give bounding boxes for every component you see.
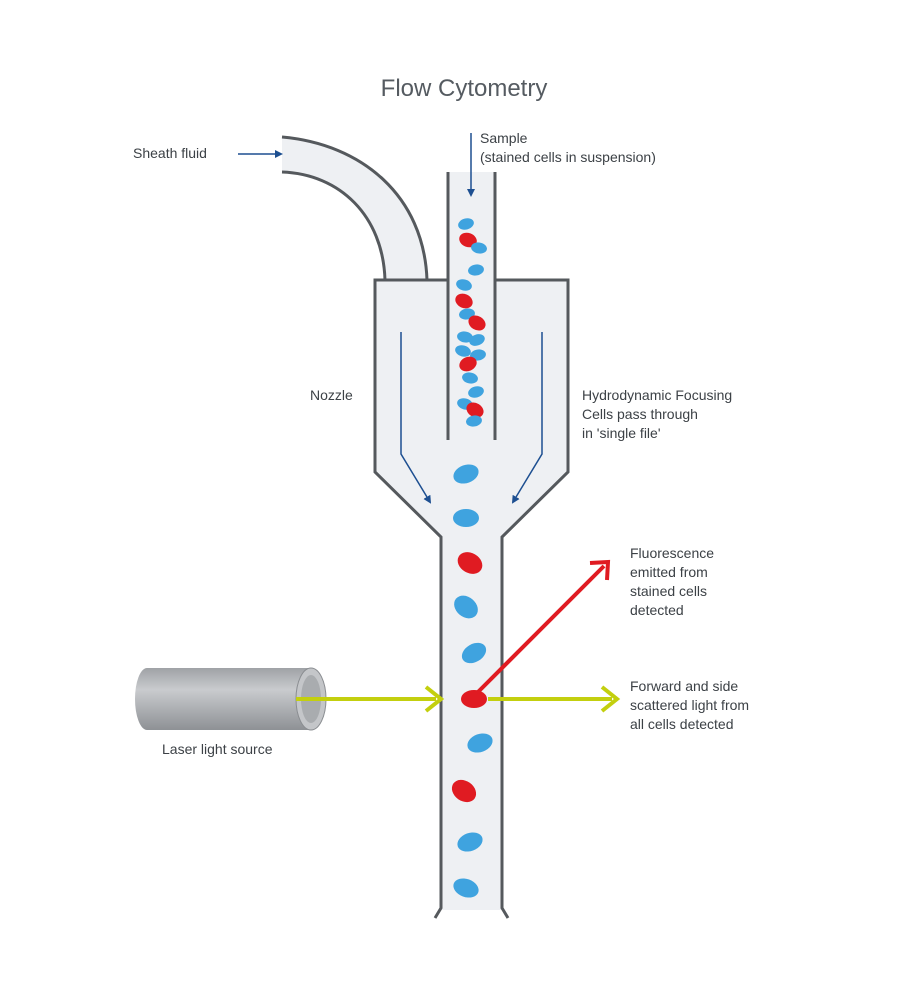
cell-red (468, 315, 486, 331)
fluorescence-arrow (475, 564, 606, 695)
fluorescence-label-line-4: detected (630, 602, 684, 618)
cell-blue (456, 279, 472, 291)
sample-cells (455, 218, 487, 427)
scatter-light-label: Forward and side scattered light from al… (630, 678, 753, 732)
focusing-label-line-2: Cells pass through (582, 406, 698, 422)
nozzle-fill (375, 280, 568, 910)
cell-blue (453, 464, 479, 484)
nozzle-label: Nozzle (310, 387, 353, 403)
cell-red (459, 356, 477, 372)
cell-blue (455, 345, 471, 357)
laser-body (135, 668, 311, 730)
fluorescence-arrowhead (589, 559, 611, 581)
laser-light-source-label: Laser light source (162, 741, 273, 757)
fluorescence-label: Fluorescence emitted from stained cells … (630, 545, 718, 618)
sample-label: Sample (stained cells in suspension) (480, 130, 656, 165)
focusing-arrow-left (400, 332, 432, 504)
sheath-fluid-inlet-tube (282, 137, 427, 280)
cell-red (466, 402, 484, 418)
cell-red-detected (461, 690, 487, 708)
sheath-fluid-label: Sheath fluid (133, 145, 207, 161)
cell-blue (453, 878, 479, 898)
sample-label-line-2: (stained cells in suspension) (480, 149, 656, 165)
hydrodynamic-focusing-label: Hydrodynamic Focusing Cells pass through… (582, 387, 736, 441)
cell-blue (467, 733, 493, 753)
scatter-label-line-2: scattered light from (630, 697, 749, 713)
fluorescence-label-line-3: stained cells (630, 583, 707, 599)
cell-red (457, 552, 483, 574)
cell-red (459, 232, 477, 248)
cell-blue (469, 334, 485, 346)
sample-label-line-1: Sample (480, 130, 528, 146)
scatter-label-line-1: Forward and side (630, 678, 738, 694)
focusing-label-line-3: in 'single file' (582, 425, 661, 441)
fluorescence-label-line-2: emitted from (630, 564, 708, 580)
laser-beam-arrowhead (424, 685, 445, 713)
scatter-label-line-3: all cells detected (630, 716, 734, 732)
cell-blue (468, 264, 484, 276)
cell-blue (454, 595, 478, 619)
cell-blue (458, 218, 474, 230)
cell-blue (466, 415, 482, 427)
single-file-cells (451, 464, 493, 898)
diagram-title: Flow Cytometry (381, 75, 548, 102)
sample-tube-fill (448, 172, 495, 440)
sheath-tube-inner-wall (281, 170, 387, 281)
cell-blue (471, 242, 487, 254)
fluorescence-label-line-1: Fluorescence (630, 545, 714, 561)
focusing-label-line-1: Hydrodynamic Focusing (582, 387, 732, 403)
cell-blue (462, 372, 478, 384)
laser-light-source (135, 667, 327, 731)
cell-red (451, 779, 477, 803)
cell-blue (461, 642, 487, 664)
cell-blue (457, 331, 473, 343)
cell-red (455, 293, 473, 309)
cell-blue (468, 386, 484, 398)
sheath-tube-outer-wall (281, 135, 429, 281)
cell-blue (453, 509, 479, 527)
scatter-light-arrowhead (600, 685, 621, 713)
focusing-arrow-right (511, 332, 543, 504)
cell-blue (457, 832, 483, 852)
cell-blue (470, 349, 486, 361)
